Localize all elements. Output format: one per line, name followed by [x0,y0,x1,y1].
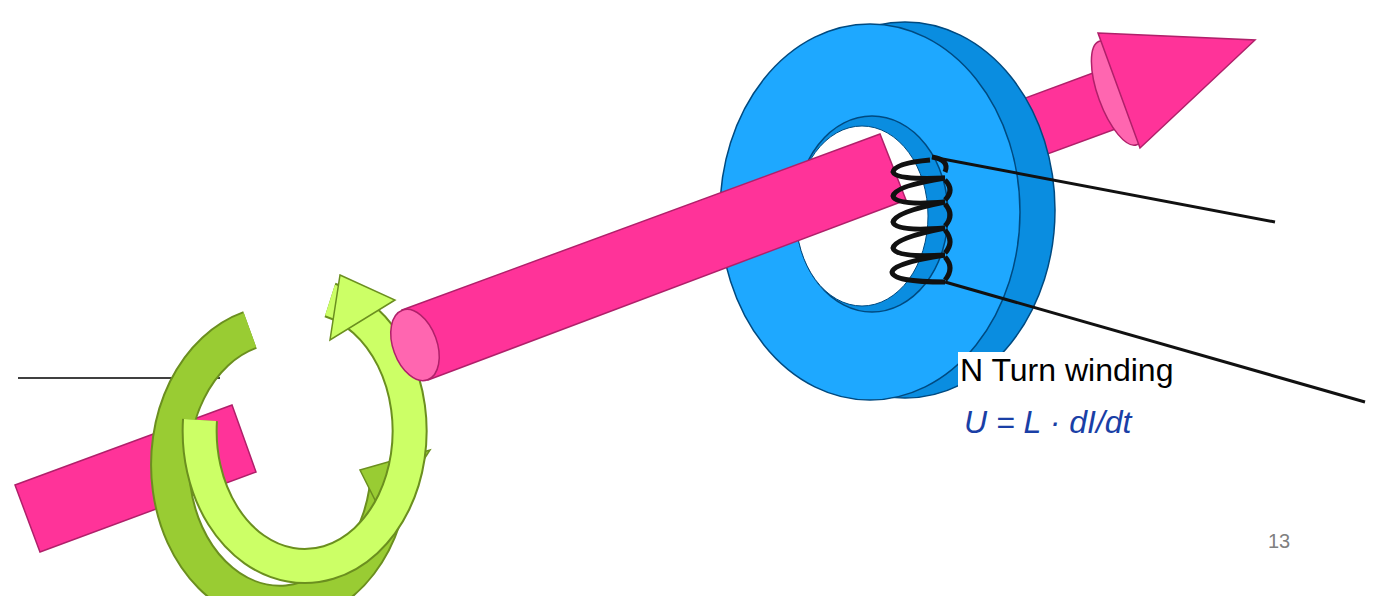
winding-lead [945,282,1365,402]
winding-coil [892,157,950,282]
magnetic-field-arrows [170,275,430,596]
winding-lead [932,157,1275,222]
formula-label: U = L · dI/dt [962,404,1134,441]
arrow-head [1098,33,1255,148]
page-number: 13 [1266,530,1292,553]
winding-label: N Turn winding [958,352,1175,389]
beam-shaft [402,134,906,380]
beam-end [382,303,449,388]
